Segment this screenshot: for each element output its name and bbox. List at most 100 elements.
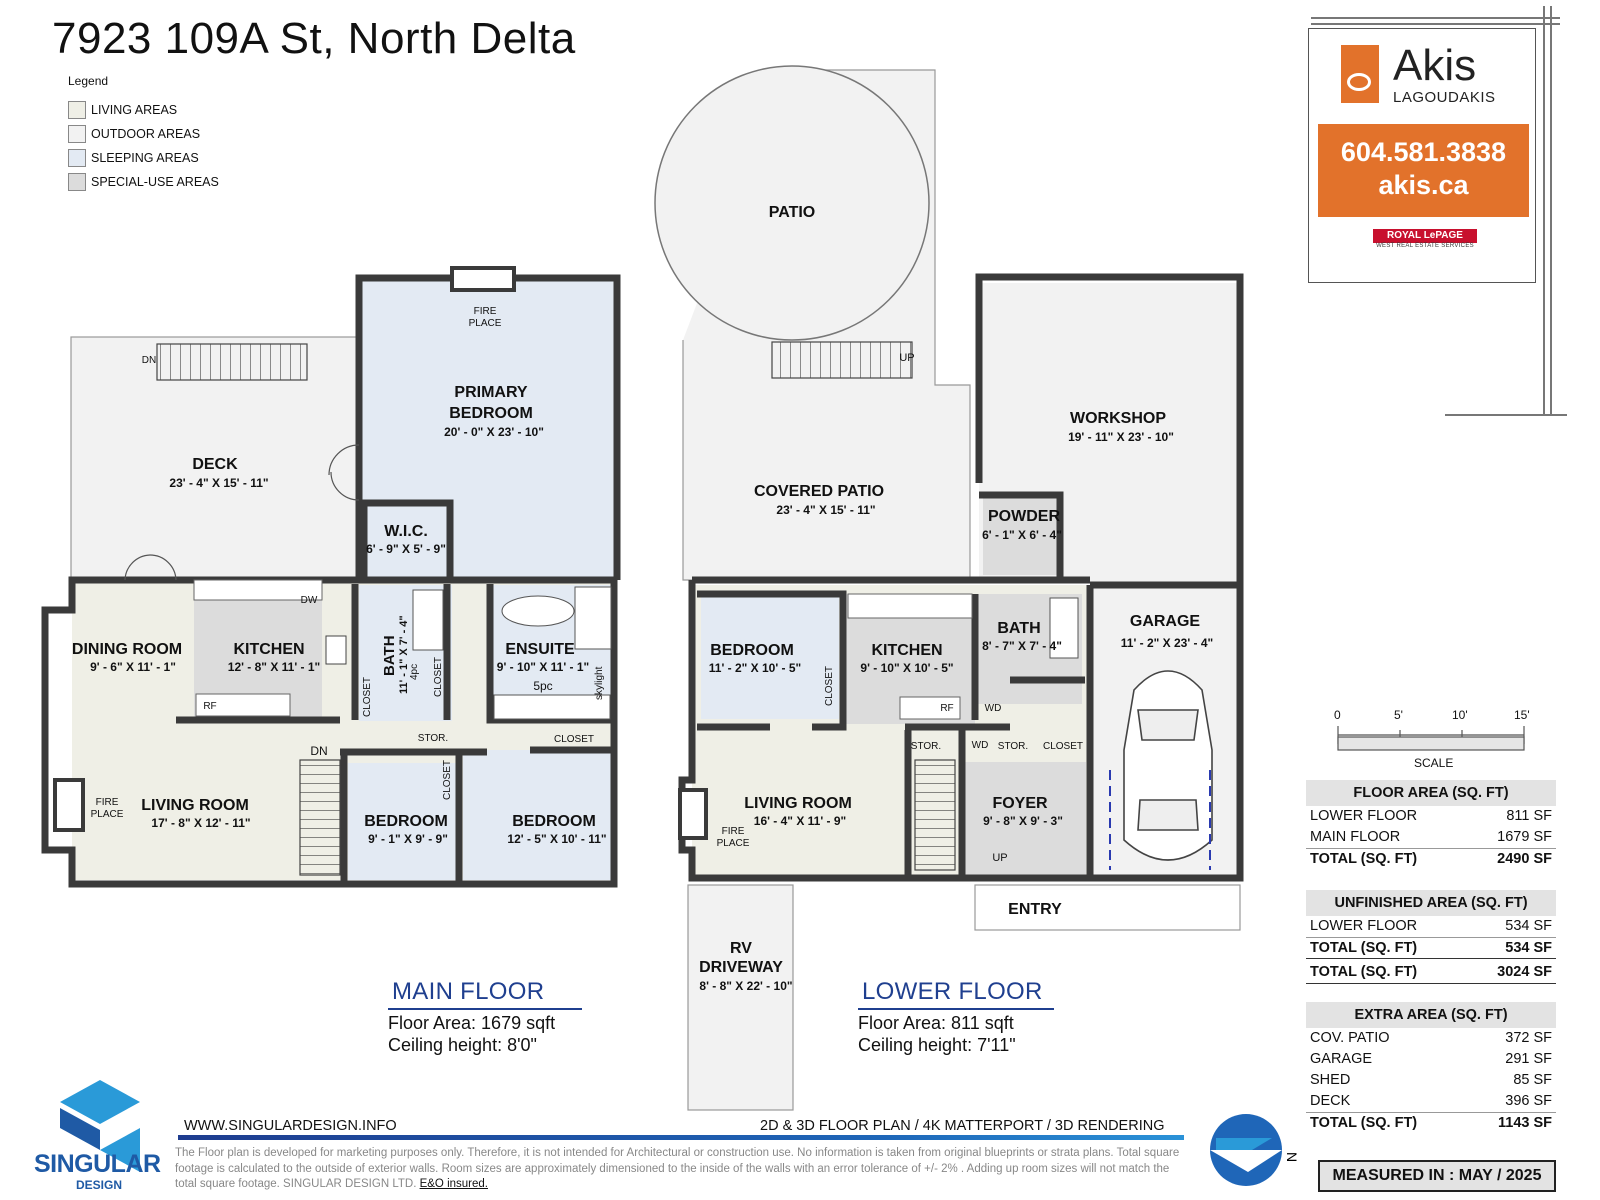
lower-bath-label: BATH	[997, 620, 1040, 637]
eo-insured-link[interactable]: E&O insured.	[419, 1178, 488, 1190]
ensuite-label: ENSUITE	[505, 641, 575, 658]
page-title: 7923 109A St, North Delta	[52, 14, 576, 63]
lower-living-dims: 16' - 4" X 11' - 9"	[754, 814, 846, 828]
patio-circle	[654, 65, 930, 341]
main-floor-heading: MAIN FLOOR	[392, 978, 545, 1005]
tub	[412, 589, 444, 651]
lower-bath-dims: 8' - 7" X 7' - 4"	[982, 639, 1062, 653]
lower-up-label-1: UP	[899, 352, 914, 364]
north-compass-icon: N	[1210, 1114, 1298, 1186]
lower-wd-label-a: WD	[972, 740, 989, 751]
lower-rf-label: RF	[940, 703, 953, 714]
scale-tick-10: 10'	[1452, 708, 1468, 722]
extra-area-heading: EXTRA AREA (SQ. FT)	[1306, 1002, 1556, 1028]
main-floor-info: Floor Area: 1679 sqft Ceiling height: 8'…	[388, 1012, 555, 1056]
bedroom3-label: BEDROOM	[512, 813, 596, 830]
realtor-name: Akis	[1393, 41, 1477, 90]
patio-stairs	[771, 341, 913, 379]
lower-exterior-wall	[678, 576, 1090, 882]
legend-swatch	[68, 125, 86, 143]
stor-label: STOR.	[418, 733, 448, 744]
ensuite-pc: 5pc	[533, 679, 552, 693]
legend-heading: Legend	[68, 74, 109, 88]
footer-services: 2D & 3D FLOOR PLAN / 4K MATTERPORT / 3D …	[760, 1118, 1165, 1134]
table-total-row: TOTAL (SQ. FT)1143 SF	[1306, 1112, 1556, 1133]
powder-wall	[979, 491, 1064, 580]
legend-label: LIVING AREAS	[91, 103, 178, 117]
living-room-label: LIVING ROOM	[141, 797, 249, 814]
legend-item: SLEEPING AREAS	[68, 146, 219, 170]
singular-design-wordmark: SINGULAR	[34, 1150, 161, 1178]
powder-dims: 6' - 1" X 6' - 4"	[982, 528, 1062, 542]
legend-swatch	[68, 101, 86, 119]
lower-kitchen-label: KITCHEN	[871, 642, 942, 659]
primary-bedroom-label: PRIMARY	[454, 384, 528, 401]
main-floor-ceiling: Ceiling height: 8'0"	[388, 1035, 537, 1055]
rv-driveway	[687, 884, 794, 1111]
deck-door	[124, 554, 177, 581]
deck-label: DECK	[192, 456, 238, 473]
table-total-row: TOTAL (SQ. FT)534 SF	[1306, 937, 1556, 958]
lower-living-label: LIVING ROOM	[744, 795, 852, 812]
patio-label: PATIO	[769, 204, 816, 221]
kitchen-island	[195, 693, 291, 717]
primary-door	[328, 444, 360, 501]
garage-label: GARAGE	[1130, 613, 1201, 630]
legend-label: SPECIAL-USE AREAS	[91, 175, 219, 189]
garage-wall	[1086, 581, 1244, 882]
lower-floor-ceiling: Ceiling height: 7'11"	[858, 1035, 1016, 1055]
rf-label: RF	[203, 701, 216, 712]
legend-swatch	[68, 173, 86, 191]
lower-floor-area: Floor Area: 811 sqft	[858, 1013, 1014, 1033]
fireplace-side-label-2: PLACE	[91, 809, 124, 820]
realtor-website: akis.ca	[1378, 170, 1469, 200]
table-total-row: TOTAL (SQ. FT)2490 SF	[1306, 848, 1556, 869]
lower-kitchen-dims: 9' - 10" X 10' - 5"	[860, 661, 953, 675]
lower-kitchen-wall	[905, 594, 1010, 731]
realtor-sign: Akis LAGOUDAKIS 604.581.3838 akis.ca ROY…	[1308, 28, 1536, 283]
ensuite-dims: 9' - 10" X 11' - 1"	[497, 660, 589, 674]
bedroom2-label: BEDROOM	[364, 813, 448, 830]
lower-up-label-2: UP	[992, 852, 1007, 864]
legend-swatch	[68, 149, 86, 167]
scale-bar	[1337, 726, 1525, 751]
bath-dims: 11' - 1" X 7' - 4"	[398, 615, 410, 694]
ensuite-wall	[486, 584, 614, 724]
lower-floor-underline	[858, 1008, 1054, 1010]
legend-item: SPECIAL-USE AREAS	[68, 170, 219, 194]
primary-bedroom-dims: 20' - 0" X 23' - 10"	[444, 425, 544, 439]
entry-area	[974, 884, 1241, 931]
main-floor-area: Floor Area: 1679 sqft	[388, 1013, 556, 1033]
covered-patio-label: COVERED PATIO	[754, 483, 884, 500]
bath-pc: 4pc	[409, 664, 420, 680]
lower-kitchen-island	[899, 696, 961, 720]
lower-floor-plan: PATIO COVERED PATIO WORKSHOP POWDER BEDR…	[654, 65, 1244, 1111]
scale-label: SCALE	[1414, 756, 1454, 770]
vanity	[493, 694, 611, 720]
living-room-dims: 17' - 8" X 12' - 11"	[151, 816, 250, 830]
realtor-contact-box: 604.581.3838 akis.ca	[1318, 124, 1529, 217]
sign-post	[1311, 6, 1567, 416]
wic-wall	[360, 499, 454, 581]
workshop-dims: 19' - 11" X 23' - 10"	[1068, 430, 1174, 444]
lower-kitchen-counter	[847, 593, 973, 619]
bedroom2-area	[348, 763, 460, 880]
fireplace-top-label-2: PLACE	[469, 318, 502, 329]
legend-item: OUTDOOR AREAS	[68, 122, 219, 146]
lower-stor-label-b: STOR.	[998, 741, 1028, 752]
lower-closet-label-b: CLOSET	[824, 666, 835, 706]
shower	[574, 586, 612, 650]
fireplace-top-label: FIRE	[474, 306, 497, 317]
footer-website-link[interactable]: WWW.SINGULARDESIGN.INFO	[184, 1118, 397, 1134]
grand-total-row: TOTAL (SQ. FT)3024 SF	[1306, 958, 1556, 984]
measured-date-badge: MEASURED IN : MAY / 2025	[1318, 1160, 1556, 1192]
lower-stairs	[914, 759, 956, 871]
legend: Legend LIVING AREAS OUTDOOR AREAS SLEEPI…	[68, 74, 219, 194]
bedroom3-area	[463, 750, 614, 880]
fireplace-side	[53, 778, 85, 832]
